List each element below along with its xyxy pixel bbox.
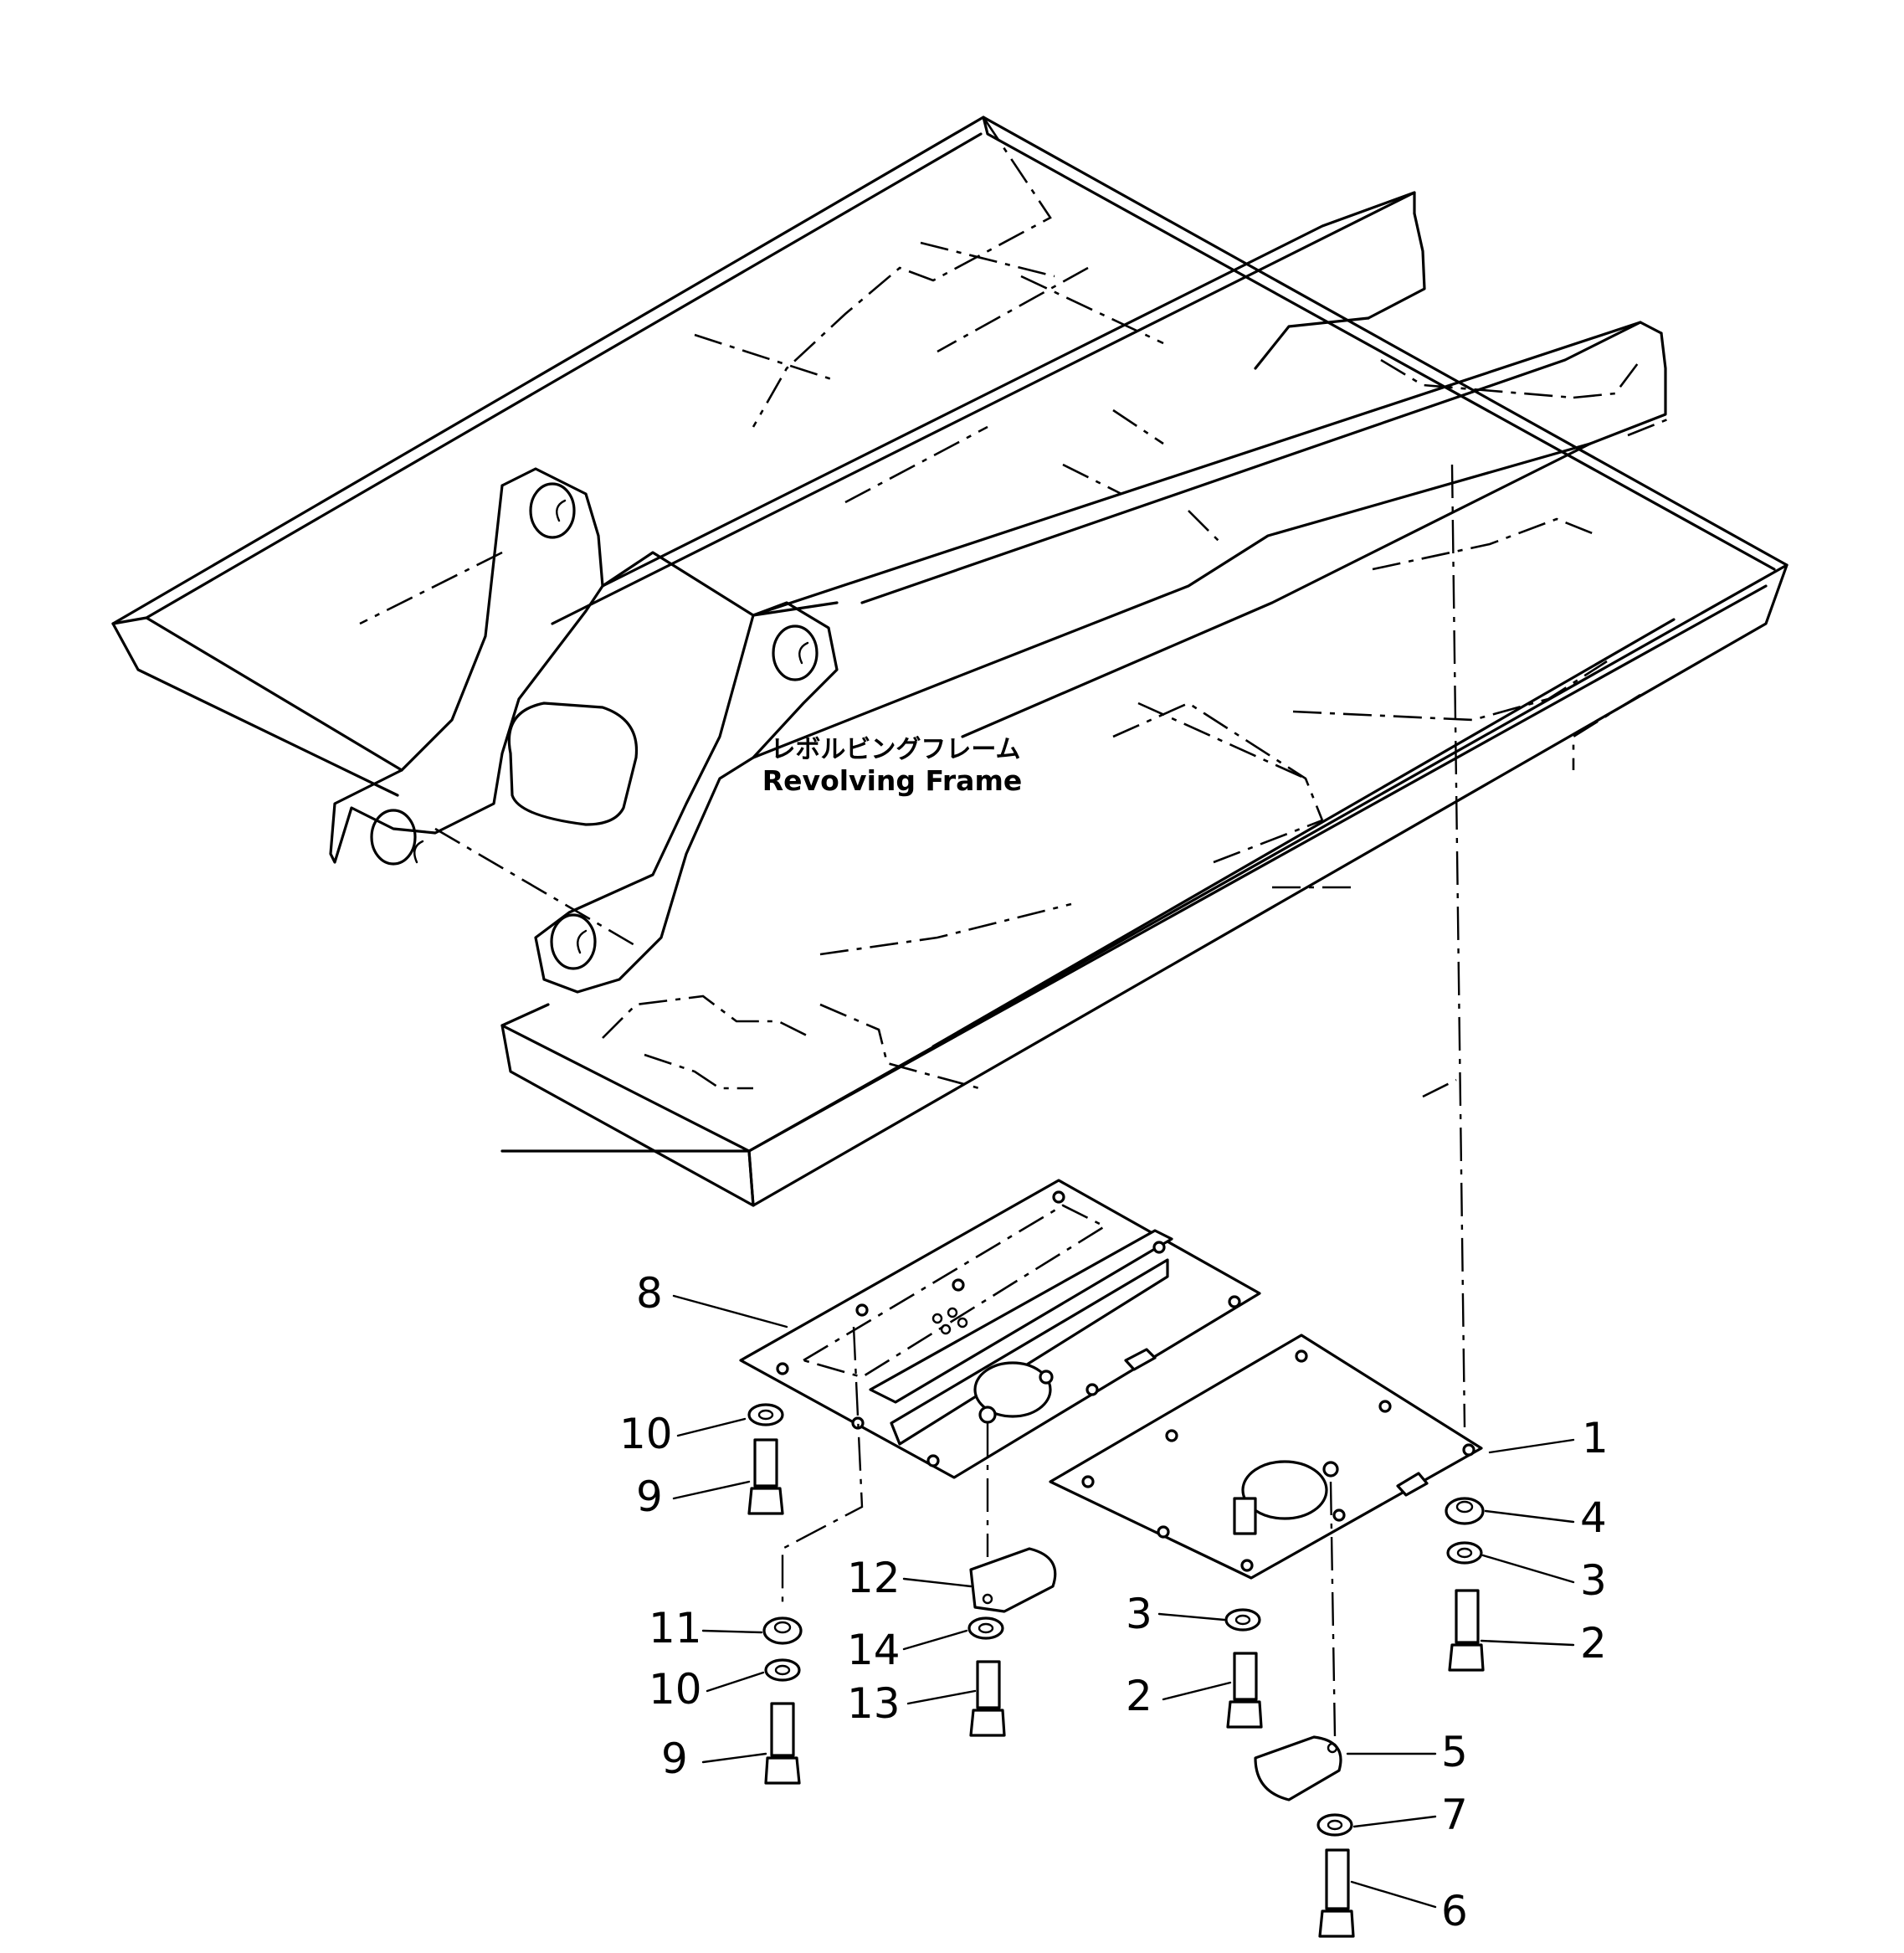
center-line [1450, 464, 1466, 1428]
leader-line-5 [1329, 1481, 1337, 1738]
cover-plate-1 [1049, 1334, 1483, 1580]
leader-line-9 [781, 1326, 864, 1607]
callout-5: 5 [1441, 1728, 1468, 1776]
revolving-frame [111, 116, 1789, 1207]
callout-6: 6 [1441, 1887, 1468, 1935]
callout-leaders [672, 1294, 1575, 1909]
callout-2-left: 2 [1126, 1672, 1152, 1720]
callout-10-lower: 10 [649, 1665, 702, 1714]
callout-13: 13 [847, 1679, 901, 1728]
callout-8: 8 [636, 1269, 663, 1318]
callout-11: 11 [649, 1604, 702, 1652]
callout-1: 1 [1582, 1414, 1609, 1462]
callout-3-left: 3 [1126, 1590, 1152, 1638]
frame-label-english: Revolving Frame [762, 764, 1022, 797]
callout-9-lower: 9 [661, 1735, 688, 1783]
callout-10-upper: 10 [619, 1410, 673, 1458]
callout-7: 7 [1441, 1791, 1468, 1839]
callout-numbers: 1 2 2 3 3 4 5 6 7 8 9 9 10 10 11 12 13 1… [619, 1269, 1609, 1935]
small-parts [747, 1403, 1485, 1938]
callout-2-right: 2 [1580, 1619, 1607, 1668]
callout-3-right: 3 [1580, 1556, 1607, 1605]
callout-9-upper: 9 [636, 1472, 663, 1521]
cover-plate-8 [739, 1179, 1261, 1479]
frame-label-japanese: レボルビングフレーム [770, 735, 1020, 764]
callout-14: 14 [847, 1626, 901, 1674]
callout-4: 4 [1580, 1493, 1607, 1542]
callout-12: 12 [847, 1554, 901, 1602]
